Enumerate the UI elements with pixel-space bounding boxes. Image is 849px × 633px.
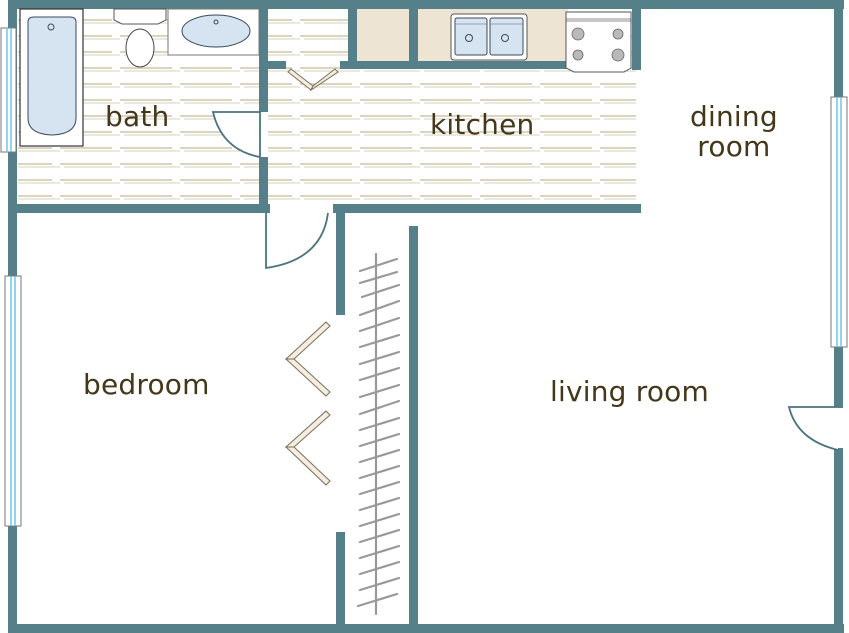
wall-bath-right-upper xyxy=(259,0,268,112)
room-label-dining-line2: room xyxy=(697,130,771,163)
wall-kitchen-right xyxy=(632,0,641,70)
closet-bifold-doors[interactable] xyxy=(284,321,331,486)
room-label-bath: bath xyxy=(105,100,170,133)
wall-counter-divider xyxy=(409,0,418,69)
toilet xyxy=(113,8,167,68)
room-label-living-room: living room xyxy=(550,375,709,408)
burner-icon xyxy=(611,48,625,62)
pantry-counter xyxy=(357,8,409,63)
wall-pantry-left xyxy=(268,61,286,69)
entry-door[interactable] xyxy=(787,406,839,451)
room-label-kitchen: kitchen xyxy=(430,108,535,141)
hall-door[interactable] xyxy=(265,212,329,270)
bath-window xyxy=(0,27,17,153)
double-kitchen-sink xyxy=(450,13,528,61)
wall-closet-left-upper xyxy=(336,213,345,315)
wall-pantry-divider xyxy=(348,0,357,69)
range-stove xyxy=(565,11,632,73)
closet-rod-with-hangers xyxy=(356,252,401,616)
wall-kitchen-bottom xyxy=(333,204,641,213)
bathroom-sink xyxy=(167,8,260,56)
wall-top xyxy=(8,0,844,9)
bath-door[interactable] xyxy=(211,111,261,159)
room-label-dining-line1: dining xyxy=(690,100,778,133)
room-label-bedroom: bedroom xyxy=(83,368,210,401)
wall-right-lower xyxy=(834,448,843,633)
wall-closet-left-lower xyxy=(336,532,345,633)
wall-bath-bottom xyxy=(8,204,270,213)
dining-window xyxy=(830,96,848,348)
wall-bottom xyxy=(8,624,844,633)
wall-closet-right xyxy=(409,226,418,633)
burner-icon xyxy=(571,27,585,41)
burner-icon xyxy=(612,28,624,40)
bathtub xyxy=(19,8,84,147)
bedroom-window xyxy=(4,275,22,527)
room-label-dining-room: dining room xyxy=(690,102,778,162)
wall-counter-base xyxy=(357,61,567,69)
wall-bath-right-lower xyxy=(259,157,268,213)
pantry-bifold-door[interactable] xyxy=(287,68,339,92)
burner-icon xyxy=(572,49,584,61)
